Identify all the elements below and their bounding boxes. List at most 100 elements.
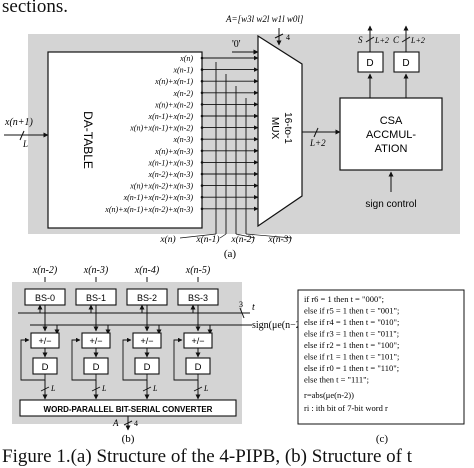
csa-accumulation-block (339, 97, 443, 171)
da-output-label: x(n)+x(n-1)+x(n-2)+x(n-3) (104, 205, 193, 214)
bottom-input-label: x(n-3) (267, 234, 291, 245)
barrel-shifter-label: BS-2 (137, 293, 157, 303)
da-output-dot (200, 149, 204, 153)
bottom-input-label: x(n-2) (230, 234, 254, 245)
csa-label-line1: CSA (380, 115, 403, 127)
bottom-input-connector (179, 233, 217, 239)
panel-b-tag: (b) (122, 433, 135, 445)
panel-c-line: else if r5 = 1 then t = "001"; (304, 306, 399, 316)
converter-out-A-label: A (112, 418, 119, 428)
panel-c-tag: (c) (376, 433, 389, 445)
bottom-input-connector (219, 233, 227, 239)
panel-c-line: else then t = "111"; (304, 375, 369, 385)
da-output-label: x(n) (179, 54, 193, 63)
panel-c-line: else if r2 = 1 then t = "100"; (304, 340, 399, 350)
width-slash (40, 386, 50, 392)
panel-b-register-label: D (195, 362, 202, 373)
da-output-label: x(n-1) (172, 66, 193, 75)
da-output-label: x(n-2) (172, 89, 193, 98)
feedback-loop (20, 337, 46, 381)
shift-width-label: 3 (239, 300, 243, 309)
csa-label-line2: ACCMUL- (366, 129, 416, 141)
bottom-input-connector (245, 233, 293, 239)
da-table-label: DA-TABLE (81, 111, 95, 169)
panel-c-line: else if r0 = 1 then t = "110"; (304, 363, 399, 373)
da-output-label: x(n)+x(n-1) (154, 77, 193, 86)
width-label: L (152, 384, 158, 393)
mux-block (257, 34, 303, 228)
select-width-label: 4 (286, 33, 290, 42)
panel-b-register-label: D (42, 362, 49, 373)
mux-label: 16-to-1 (282, 112, 293, 144)
panel-b-input-label: x(n-5) (185, 265, 211, 276)
s-register-label: D (366, 58, 373, 69)
width-slash (142, 386, 152, 392)
da-output-dot (200, 195, 204, 199)
panel-b-register-label: D (144, 362, 151, 373)
shift-t-label: t (252, 302, 255, 313)
da-output-label: x(n-2)+x(n-3) (148, 170, 194, 179)
csa-label-line3: ATION (375, 143, 408, 155)
panel-c-line: if r6 = 1 then t = "000"; (304, 294, 384, 304)
zero-input-label: '0' (232, 39, 241, 50)
bottom-input-label: x(n-1) (195, 234, 219, 245)
panel-a-tag: (a) (224, 248, 237, 260)
barrel-shifter-label: BS-0 (35, 293, 55, 303)
da-output-dot (200, 91, 204, 95)
width-slash (91, 386, 101, 392)
addsub-label: +/− (38, 336, 51, 346)
c-register-label: D (402, 58, 409, 69)
da-output-label: x(n-3) (172, 135, 193, 144)
da-output-dot (200, 114, 204, 118)
panel-c-line: else if r4 = 1 then t = "010"; (304, 317, 399, 327)
mux-out-width-label: L+2 (309, 138, 326, 148)
bottom-inputs: x(n) x(n-1) x(n-2) x(n-3) (159, 62, 293, 245)
da-output-dot (200, 68, 204, 71)
da-output-label: x(n)+x(n-2)+x(n-3) (129, 182, 193, 191)
da-output-label: x(n-1)+x(n-2)+x(n-3) (123, 193, 194, 202)
s-output-label: S (358, 35, 363, 45)
da-output-dot (200, 126, 204, 129)
panel-b-input-label: x(n-2) (32, 265, 58, 276)
width-label: L (50, 384, 56, 393)
mux-sub-label: MUX (269, 117, 280, 140)
converter-out-width-label: 4 (134, 419, 138, 428)
da-output-dot (200, 172, 204, 176)
bottom-input-label: x(n) (159, 234, 175, 245)
da-output-label: x(n-1)+x(n-3) (148, 158, 194, 167)
da-output-dot (200, 56, 204, 60)
top-text: sections. (2, 0, 68, 17)
da-output-dot (200, 161, 204, 164)
width-label: L (101, 384, 107, 393)
da-output-label: x(n)+x(n-2) (154, 100, 193, 109)
panel-c-lines: if r6 = 1 then t = "000"; else if r5 = 1 … (304, 294, 399, 385)
barrel-shifter-label: BS-3 (188, 293, 208, 303)
feedback-loop (71, 337, 97, 381)
feedback-loop (122, 337, 148, 381)
panel-b-register-label: D (93, 362, 100, 373)
da-output-label: x(n)+x(n-1)+x(n-2) (129, 124, 193, 133)
width-slash (193, 386, 203, 392)
bottom-input-connector (235, 233, 256, 239)
da-output-dot (200, 103, 204, 106)
s-width-label: L+2 (374, 36, 389, 45)
select-label: A=[w3l w2l w1l w0l] (225, 14, 304, 24)
sign-control-label: sign control (365, 199, 416, 210)
da-output-label: x(n)+x(n-3) (154, 147, 193, 156)
da-output-dot (200, 137, 204, 141)
da-output-dot (200, 79, 204, 83)
panel-c-line: else if r1 = 1 then t = "101"; (304, 352, 399, 362)
sign-mu-label: sign(μe(n−2)) (252, 320, 307, 331)
da-table-outputs: x(n) x(n-1) x(n)+x(n-1) x(n-2) x(n)+x(n-2) x(… (104, 54, 259, 214)
addsub-label: +/− (140, 336, 153, 346)
panel-c-box (297, 289, 465, 425)
feedback-loop (173, 337, 199, 381)
da-output-label: x(n-1)+x(n-2) (148, 112, 194, 121)
da-output-dot (200, 207, 204, 211)
figure-caption: Figure 1.(a) Structure of the 4-PIPB, (b… (2, 446, 412, 467)
da-output-dot (200, 184, 204, 187)
converter-label: WORD-PARALLEL BIT-SERIAL CONVERTER (44, 405, 213, 414)
width-label: L (203, 384, 209, 393)
